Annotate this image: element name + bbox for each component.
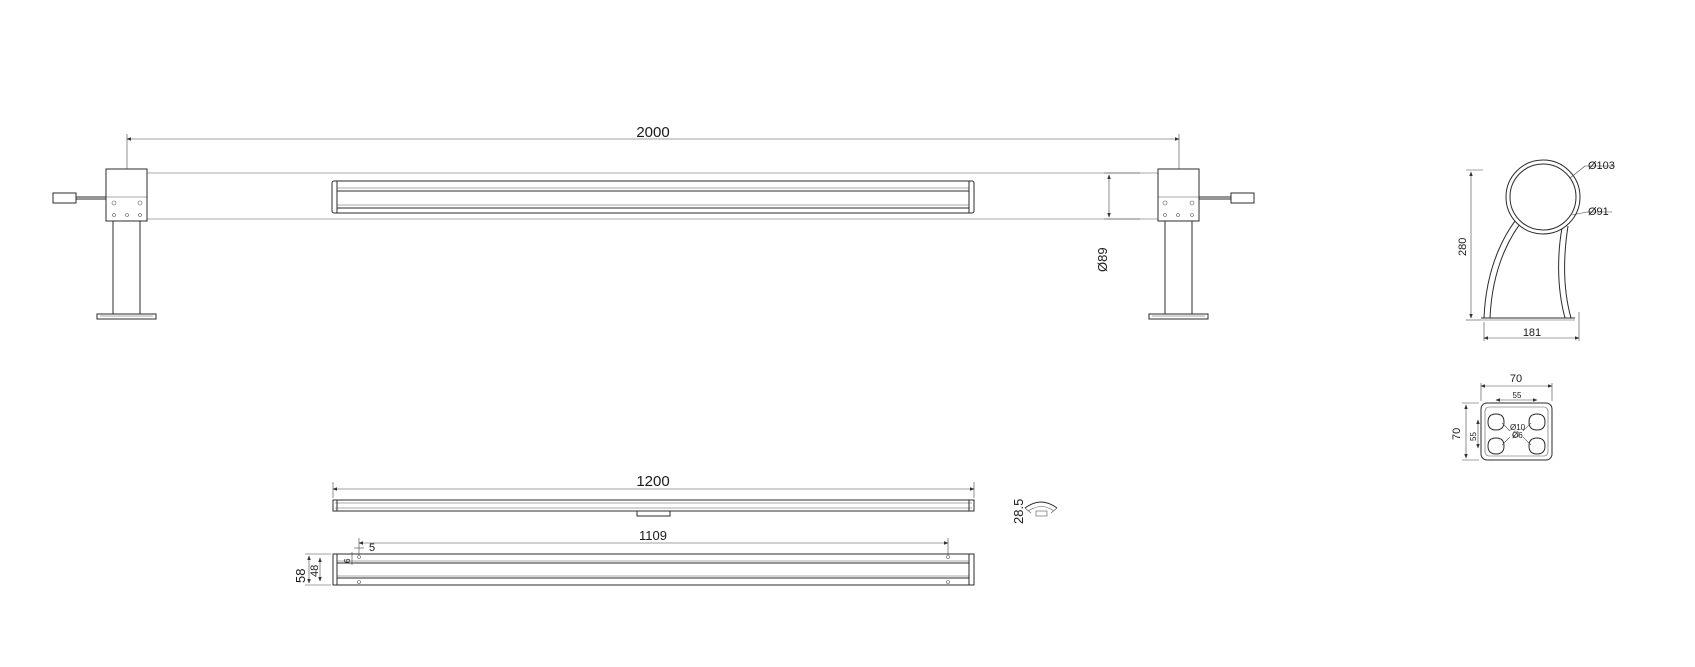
lamp-side-view: 1200 [332, 473, 975, 517]
hole-spacing-x-label: 55 [1513, 391, 1522, 400]
bracket-height-label: 280 [1457, 238, 1469, 256]
slot-label: 6 [343, 558, 352, 563]
dimension-2000: 2000 [126, 124, 1180, 169]
front-view: 2000 Ø89 [52, 124, 1255, 320]
inner-height-label: 48 [309, 565, 321, 577]
left-post [52, 168, 157, 320]
dimension-tube-diameter: Ø89 [1095, 172, 1140, 272]
inner-diameter-label: Ø91 [1588, 206, 1609, 218]
plate-width-label: 70 [1510, 373, 1522, 385]
hole-dia-a-label: Ø10 [1510, 423, 1526, 432]
lamp-top-view: 1109 5 6 58 48 [293, 528, 975, 586]
side-bracket-view: Ø103 Ø91 280 181 [1457, 159, 1615, 341]
lamp-end-profile: 28.5 [1011, 499, 1058, 524]
lamp-length-label: 1200 [636, 473, 669, 490]
bracket-width-label: 181 [1523, 327, 1541, 339]
angle-label: 28.5 [1011, 499, 1026, 524]
right-post [1148, 168, 1255, 320]
overall-length-label: 2000 [636, 124, 669, 141]
outer-height-label: 58 [293, 569, 308, 583]
base-plate-view: Ø10 Ø6 70 55 70 55 [1451, 373, 1553, 461]
plate-height-label: 70 [1451, 428, 1463, 440]
tube-diameter-label: Ø89 [1095, 247, 1110, 272]
hole-dia-b-label: Ø6 [1512, 431, 1523, 440]
outer-diameter-label: Ø103 [1588, 160, 1615, 172]
lamp-body-front [331, 180, 975, 214]
offset-label: 5 [369, 542, 375, 554]
mount-span-label: 1109 [639, 528, 667, 543]
hole-spacing-y-label: 55 [1469, 432, 1478, 441]
